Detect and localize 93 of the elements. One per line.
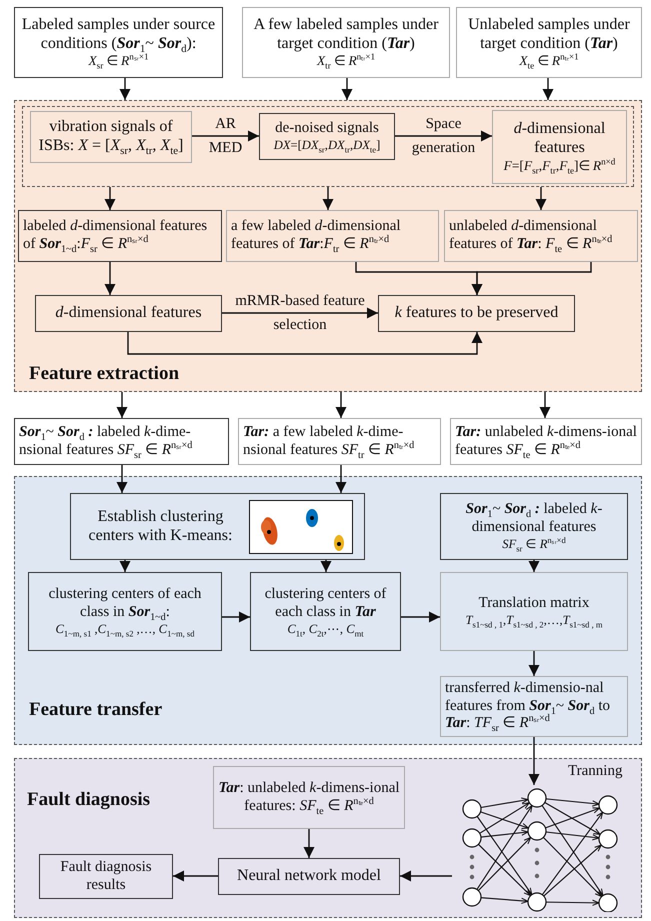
process-box: [456, 7, 642, 78]
edge-label: mRMR-based feature selection: [234, 292, 366, 335]
process-box: [242, 7, 450, 78]
box-label: clustering centers of each class in Tar: [264, 586, 388, 622]
dashed-group-frame: [22, 106, 634, 187]
arrow: [120, 560, 130, 572]
box-label: Establish clustering centers with K-means:: [88, 508, 234, 546]
section-panel: [14, 100, 642, 392]
formula-text: C$_{1t}$, C$_{2t}$,⋯, C$_{mt}$: [287, 622, 364, 637]
arrow: [322, 187, 334, 210]
arrow: [120, 78, 130, 100]
arrow: [173, 870, 218, 882]
box-label: de-noised signals: [275, 120, 379, 138]
arrow: [192, 130, 259, 142]
box-label: Sor$_{1}$~ Sor$_{d}$ : labeled k-dime-nsional features SF$_{sr}$ ∈ R$^{nₛᵣ×d}$: [19, 424, 194, 460]
arrow: [320, 560, 332, 572]
formula-text: X$_{sr}$ ∈ R$^{nₛᵣ×1}$: [88, 53, 149, 70]
arrow: [528, 651, 540, 676]
arrow: [336, 392, 346, 418]
arrow: [104, 187, 116, 210]
arrow: [528, 560, 540, 572]
arrow: [542, 78, 554, 100]
box-label: k features to be preserved: [394, 304, 558, 323]
arrow: [116, 392, 128, 418]
box-label: Tar: unlabeled k-dimens-ional features: SF$_{te}$ ∈ R$^{nₜₑ×d}$: [218, 780, 400, 816]
box-label: clustering centers of each class in Sor$_{1~d}$:: [48, 586, 202, 622]
process-box: [378, 295, 575, 332]
arrow: [528, 737, 540, 785]
arrow: [127, 332, 482, 355]
arrow: [400, 870, 452, 882]
box-label: d-dimensional features: [512, 120, 606, 158]
arrow: [472, 262, 592, 295]
box-label: d-dimensional features: [55, 304, 202, 323]
box-label: a few labeled d-dimensional features of Tar:F$_{tr}$ ∈ R$^{nₜᵣ×d}$: [231, 218, 402, 254]
box-label: transferred k-dimensio-nal features from Sor$_{1}$~ Sor$_{d}$ to Tar: TF$_{sr}$ ∈ R$^{nₛᵣ×d}$: [445, 680, 611, 734]
box-label: Unlabeled samples under target condition (Tar): [467, 16, 631, 54]
process-box: [70, 493, 365, 560]
box-label: unlabeled d-dimensional features of Tar: F$_{te}$ ∈ R$^{nₜₑ×d}$: [449, 218, 614, 254]
edge-label: Space generation: [410, 115, 476, 158]
process-box: [226, 210, 439, 262]
arrow: [304, 829, 314, 858]
box-label: Sor$_{1}$~ Sor$_{d}$ : labeled k-dimensional features: [464, 501, 604, 537]
process-box: [238, 418, 441, 465]
box-label: Neural network model: [237, 867, 381, 886]
section-heading: Feature transfer: [29, 699, 162, 721]
process-box: [30, 111, 192, 163]
process-box: [35, 295, 222, 332]
process-box: [440, 493, 628, 560]
arrow: [342, 78, 352, 100]
section-panel: [14, 476, 642, 745]
process-box: [14, 7, 223, 78]
arrow: [401, 612, 440, 622]
arrow: [536, 187, 546, 210]
process-box: [28, 572, 222, 651]
process-box: [444, 210, 638, 262]
process-box: [440, 572, 628, 651]
arrow: [104, 262, 116, 295]
arrow: [336, 465, 346, 493]
arrow: [222, 308, 378, 318]
process-box: [492, 110, 627, 184]
annotation-label: Tranning: [568, 763, 622, 780]
box-label: Labeled samples under source conditions (Sor$_{1}$~ Sor$_{d}$):: [20, 16, 216, 54]
arrow: [395, 130, 492, 142]
box-label: Tar: a few labeled k-dime-nsional features SF$_{tr}$ ∈ R$^{nₜᵣ×d}$: [243, 424, 416, 460]
section-heading: Fault diagnosis: [27, 789, 150, 811]
section-heading: Feature extraction: [29, 363, 180, 385]
arrow: [540, 392, 550, 418]
arrow: [116, 465, 128, 493]
edge-label: AR MED: [208, 115, 244, 158]
process-box: [250, 572, 401, 651]
arrow: [222, 612, 250, 622]
formula-text: X$_{te}$ ∈ R$^{nₜₑ×1}$: [519, 53, 579, 70]
process-box: [218, 858, 400, 895]
formula-text: F=[F$_{sr}$,F$_{tr}$,F$_{te}$]∈ R$^{n×d}$: [504, 158, 616, 174]
process-box: [450, 418, 642, 465]
process-box: [440, 676, 628, 737]
section-panel: [14, 758, 642, 918]
process-box: [18, 210, 222, 262]
process-box: [259, 113, 395, 160]
box-label: A few labeled samples under target condition (Tar): [252, 16, 440, 54]
formula-text: SF$_{sr}$ ∈ R$^{nₛᵣ×d}$: [502, 536, 566, 552]
formula-text: X$_{tr}$ ∈ R$^{nₜᵣ×1}$: [316, 53, 376, 70]
formula-text: DX=[DX$_{sr}$,DX$_{tr}$,DX$_{te}$]: [274, 138, 380, 153]
formula-text: C$_{1~m, s1}$ ,C$_{1~m, s2}$ ,…, C$_{1~m, sd}$: [56, 622, 194, 637]
box-label: Fault diagnosis results: [59, 858, 153, 894]
process-box: [39, 854, 173, 899]
box-label: Tar: unlabeled k-dimens-ional features SF$_{te}$ ∈ R$^{nₜₑ×d}$: [455, 424, 637, 460]
process-box: [213, 766, 405, 829]
formula-text: T$_{s1~sd , 1}$,T$_{s1~sd , 2}$,…,T$_{s1~sd , m}$: [465, 612, 602, 628]
process-box: [14, 418, 229, 465]
box-label: Translation matrix: [478, 595, 590, 613]
box-label: vibration signals of ISBs: X = [X$_{sr}$, X$_{tr}$, X$_{te}$]: [38, 118, 184, 156]
box-label: labeled d-dimensional features of Sor$_{1~d}$:F$_{sr}$ ∈ R$^{nₛᵣ×d}$: [23, 218, 208, 254]
